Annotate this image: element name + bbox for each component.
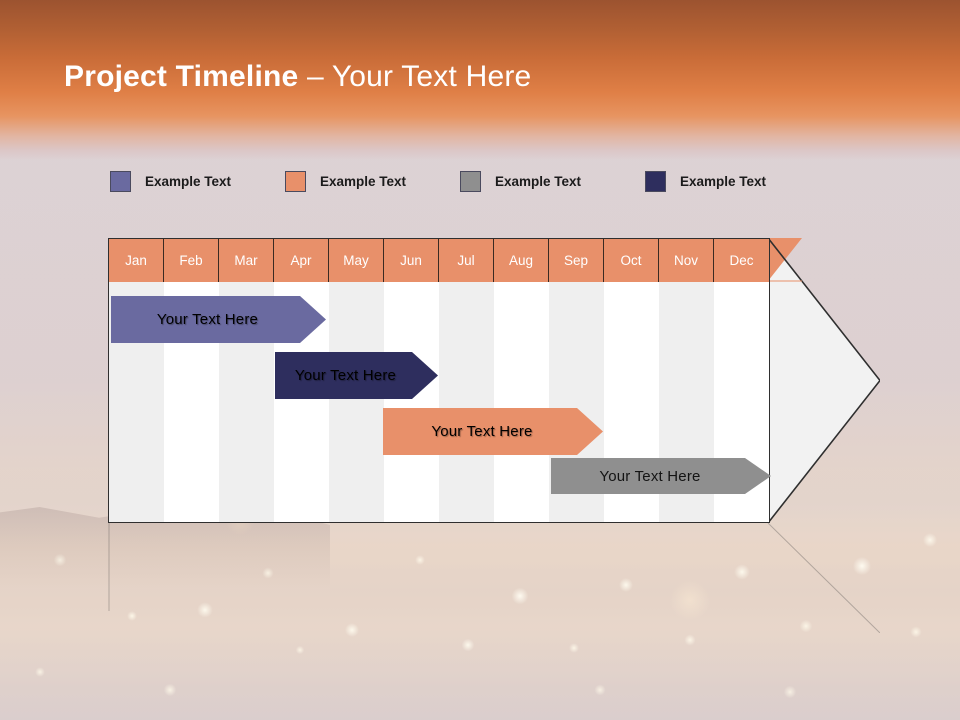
grid-body-aug xyxy=(494,282,549,522)
legend-swatch-icon-3 xyxy=(460,170,481,192)
month-header-sep: Sep xyxy=(549,239,604,282)
legend-swatch-icon-1 xyxy=(110,170,131,192)
legend-label-3: Example Text xyxy=(495,173,582,189)
month-header-dec: Dec xyxy=(714,239,769,282)
legend-label-1: Example Text xyxy=(145,173,232,189)
timeline-arrow-shape xyxy=(767,238,880,523)
month-header-jan: Jan xyxy=(109,239,164,282)
legend-label-2: Example Text xyxy=(320,173,407,189)
grid-body-jul xyxy=(439,282,494,522)
legend: Example Text Example Text Example Text E… xyxy=(110,168,830,194)
timeline-bar-3-label: Your Text Here xyxy=(431,423,533,440)
month-header-mar: Mar xyxy=(219,239,274,282)
month-header-aug: Aug xyxy=(494,239,549,282)
month-grid: Jan Feb Mar Apr May Jun Jul Aug Sep Oct … xyxy=(108,238,770,523)
month-header-nov: Nov xyxy=(659,239,714,282)
timeline-bar-1[interactable]: Your Text Here xyxy=(111,296,326,343)
grid-column-jan: Jan xyxy=(109,239,164,522)
page-title-rest: – Your Text Here xyxy=(298,60,532,93)
timeline-chart: Jan Feb Mar Apr May Jun Jul Aug Sep Oct … xyxy=(108,238,880,523)
legend-item-3[interactable]: Example Text xyxy=(460,168,581,194)
timeline-bar-1-label: Your Text Here xyxy=(156,311,259,328)
timeline-bar-2-label: Your Text Here xyxy=(294,367,397,384)
grid-body-may xyxy=(329,282,384,522)
grid-column-jul: Jul xyxy=(439,239,494,522)
legend-item-2[interactable]: Example Text xyxy=(285,168,406,194)
month-header-may: May xyxy=(329,239,384,282)
legend-swatch-icon-4 xyxy=(645,170,666,192)
legend-item-1[interactable]: Example Text xyxy=(110,168,231,194)
month-header-jun: Jun xyxy=(384,239,439,282)
legend-swatch-icon-2 xyxy=(285,170,306,192)
month-header-oct: Oct xyxy=(604,239,659,282)
timeline-bar-4-label: Your Text Here xyxy=(599,467,701,485)
page-title: Project Timeline – Your Text Here xyxy=(64,60,531,94)
grid-column-feb: Feb xyxy=(164,239,219,522)
grid-body-jun xyxy=(384,282,439,522)
timeline-bar-2[interactable]: Your Text Here xyxy=(275,352,438,399)
timeline-bar-3[interactable]: Your Text Here xyxy=(383,408,603,455)
timeline-bar-4[interactable]: Your Text Here xyxy=(551,458,771,494)
month-header-jul: Jul xyxy=(439,239,494,282)
title-band xyxy=(0,0,960,160)
legend-label-4: Example Text xyxy=(680,173,767,189)
page-title-strong: Project Timeline xyxy=(64,60,299,93)
grid-column-aug: Aug xyxy=(494,239,549,522)
grid-column-mar: Mar xyxy=(219,239,274,522)
month-header-apr: Apr xyxy=(274,239,329,282)
legend-item-4[interactable]: Example Text xyxy=(645,168,766,194)
month-header-feb: Feb xyxy=(164,239,219,282)
